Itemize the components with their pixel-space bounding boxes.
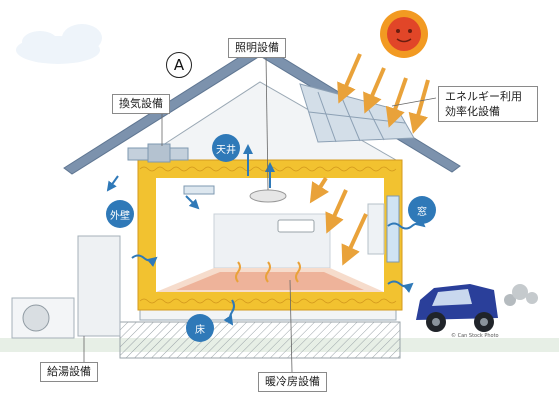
curtain bbox=[367, 203, 385, 255]
ceiling-vent bbox=[183, 185, 215, 195]
foundation bbox=[119, 321, 401, 359]
air-flow-arrows bbox=[106, 144, 426, 326]
marker-a: A bbox=[166, 52, 192, 78]
ac-unit bbox=[277, 219, 315, 233]
sun bbox=[380, 10, 428, 58]
floor-bubble: 床 bbox=[186, 314, 214, 342]
ceiling-light bbox=[249, 189, 287, 203]
ventilation-label: 換気設備 bbox=[112, 94, 170, 114]
solar-panel bbox=[299, 83, 415, 143]
photo-credit: © Can Stock Photo bbox=[451, 333, 499, 339]
hot-water-label: 給湯設備 bbox=[40, 362, 98, 382]
heat-pump-fan bbox=[22, 304, 50, 332]
outer-wall-bubble: 外壁 bbox=[106, 200, 134, 228]
lighting-label: 照明設備 bbox=[228, 38, 286, 58]
ventilation-fan bbox=[147, 143, 171, 163]
cloud bbox=[16, 24, 102, 64]
ceiling-bubble: 天井 bbox=[212, 134, 240, 162]
floor-heating-area bbox=[176, 272, 364, 290]
window-pane bbox=[386, 195, 400, 263]
car bbox=[416, 284, 538, 332]
window-bubble: 窓 bbox=[408, 196, 436, 224]
energy-efficiency-label: エネルギー利用効率化設備 bbox=[438, 86, 538, 122]
floor-heat-waves bbox=[235, 261, 301, 283]
air-conditioning-label: 暖冷房設備 bbox=[258, 372, 327, 392]
sunlight-arrows bbox=[309, 53, 430, 266]
water-heater-tank bbox=[77, 235, 121, 337]
